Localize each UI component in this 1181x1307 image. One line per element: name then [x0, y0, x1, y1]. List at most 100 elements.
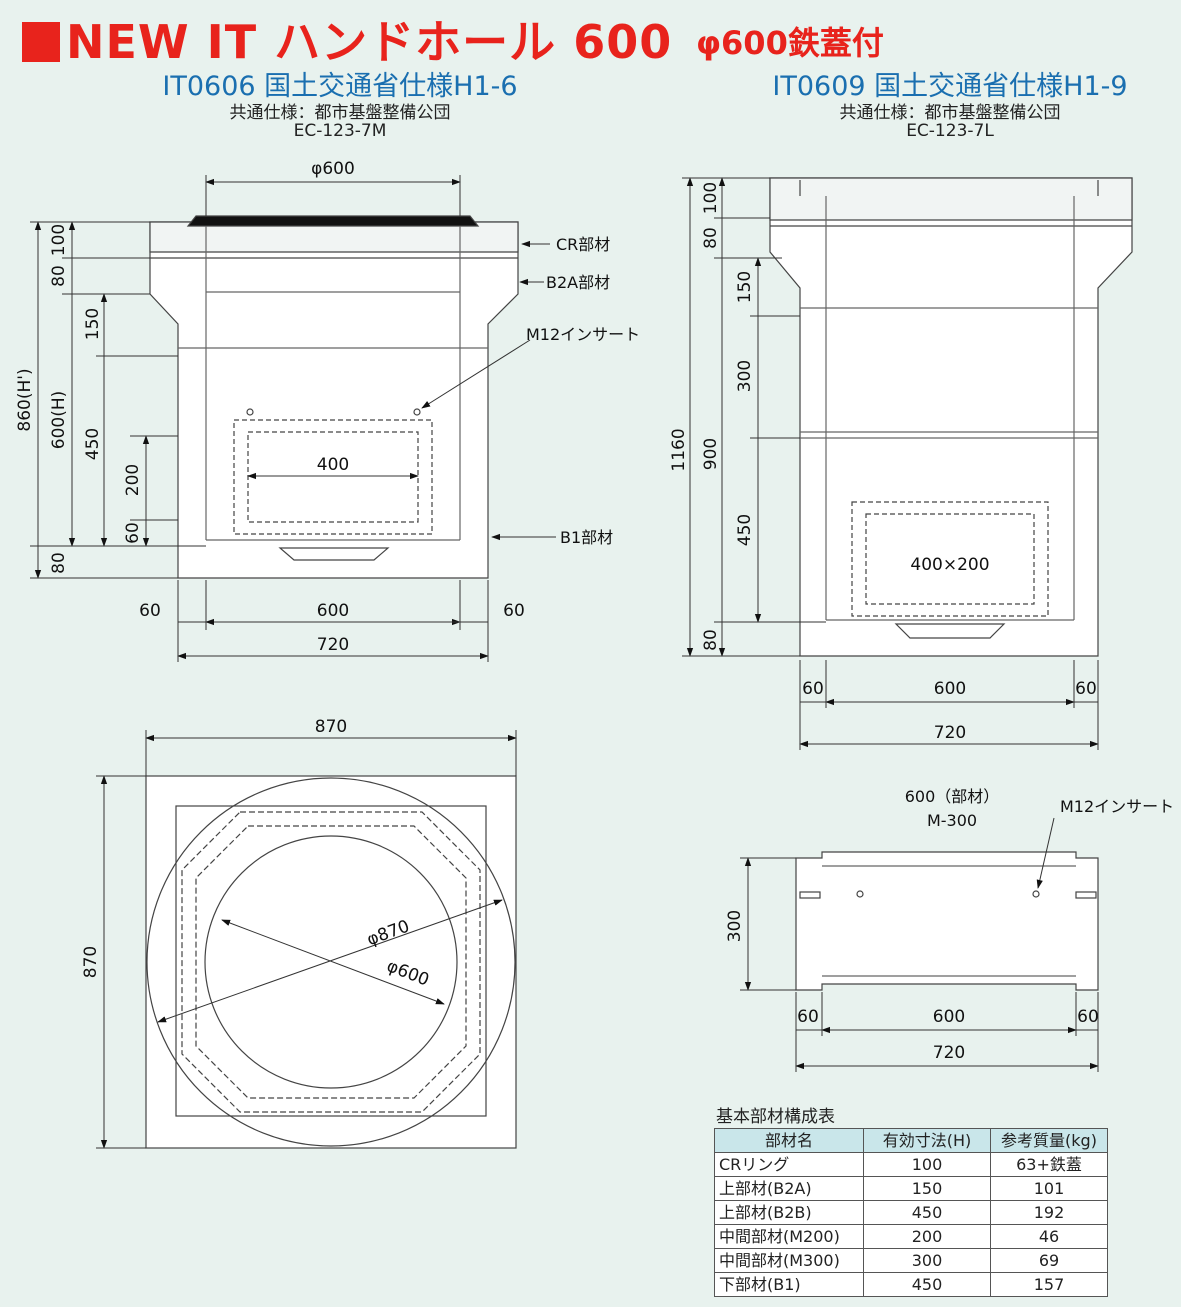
- right-dim-w60a: 60: [802, 679, 824, 699]
- right-dim-w60b: 60: [1075, 679, 1097, 699]
- left-lid: [186, 215, 480, 227]
- right-base-step: [894, 623, 1006, 639]
- right-spec-line-1: 共通仕様：都市基盤整備公団: [839, 103, 1061, 123]
- parts-table-caption: 基本部材構成表: [716, 1107, 835, 1127]
- right-dim-900: 900: [701, 438, 721, 470]
- m300-dim-w720: 720: [933, 1043, 965, 1063]
- plan-dim-w870: 870: [315, 717, 347, 737]
- cell-part-name: 上部材(B2A): [714, 1176, 864, 1201]
- cell-weight: 101: [990, 1176, 1108, 1201]
- cell-size: 200: [863, 1224, 991, 1249]
- right-dim-w720: 720: [934, 723, 966, 743]
- table-row: 下部材(B1) 450 157: [714, 1272, 1108, 1297]
- left-opening-outer: [233, 419, 433, 535]
- left-dim-200: 200: [123, 464, 143, 496]
- right-dimensions: [682, 177, 1099, 750]
- left-label-b2a: B2A部材: [546, 273, 610, 292]
- plan-circle-870: [146, 777, 516, 1147]
- cell-size: 450: [863, 1200, 991, 1225]
- right-elevation: [769, 177, 1133, 657]
- plan-dim-h870: 870: [81, 946, 101, 978]
- cell-size: 100: [863, 1152, 991, 1177]
- left-spec-line-1: 共通仕様：都市基盤整備公団: [229, 103, 451, 123]
- right-dim-80a: 80: [701, 227, 721, 249]
- m300-part: [795, 851, 1099, 991]
- cell-weight: 63+鉄蓋: [990, 1152, 1108, 1177]
- right-dim-w600: 600: [934, 679, 966, 699]
- left-dim-w600: 600: [317, 601, 349, 621]
- left-base-step: [278, 547, 390, 561]
- cell-part-name: 下部材(B1): [714, 1272, 864, 1297]
- cell-part-name: CRリング: [714, 1152, 864, 1177]
- left-dimensions: [30, 175, 556, 662]
- left-dim-60: 60: [123, 522, 143, 544]
- left-dim-w720: 720: [317, 635, 349, 655]
- parts-table-header: 部材名 有効寸法(H) 参考質量(kg): [714, 1128, 1108, 1153]
- cell-size: 300: [863, 1248, 991, 1273]
- m300-dim-w60b: 60: [1077, 1007, 1099, 1027]
- table-row: 中間部材(M200) 200 46: [714, 1224, 1108, 1249]
- left-dim-opening: 400: [317, 455, 349, 475]
- cell-weight: 69: [990, 1248, 1108, 1273]
- plan-view: [145, 775, 517, 1149]
- left-dim-top-phi: φ600: [311, 159, 355, 179]
- plan-dimensions: [96, 730, 517, 1149]
- right-dim-100: 100: [701, 182, 721, 214]
- right-dim-150: 150: [735, 271, 755, 303]
- right-dim-300: 300: [735, 360, 755, 392]
- right-dim-1160: 1160: [669, 428, 689, 471]
- cell-part-name: 中間部材(M200): [714, 1224, 864, 1249]
- plan-dashed-octagon-outer: [181, 811, 481, 1113]
- right-opening-inner: [865, 513, 1035, 605]
- left-opening-inner: [247, 431, 419, 523]
- m300-insert-mark-1: [856, 890, 864, 898]
- left-dim-w60b: 60: [503, 601, 525, 621]
- left-insert-mark-1: [246, 408, 254, 416]
- table-row: 上部材(B2A) 150 101: [714, 1176, 1108, 1201]
- m300-body: [795, 851, 1099, 991]
- left-model-title: IT0606 国土交通省仕様H1-6: [162, 71, 518, 102]
- m300-label-2: M-300: [927, 811, 977, 830]
- right-opening-size: 400×200: [910, 555, 989, 575]
- m300-label-1: 600（部材）: [905, 787, 1000, 806]
- page-title: NEW IT ハンドホール 600: [22, 6, 672, 72]
- right-cr-band: [769, 177, 1133, 221]
- left-insert-mark-2: [413, 408, 421, 416]
- right-dim-80b: 80: [701, 629, 721, 651]
- left-dim-h: 600(H): [49, 391, 69, 450]
- header-weight: 参考質量(kg): [990, 1128, 1108, 1153]
- right-model-title: IT0609 国土交通省仕様H1-9: [772, 71, 1128, 102]
- left-label-m12: M12インサート: [526, 325, 640, 344]
- left-dim-150: 150: [83, 308, 103, 340]
- m300-dim-w600: 600: [933, 1007, 965, 1027]
- table-row: CRリング 100 63+鉄蓋: [714, 1152, 1108, 1177]
- left-dim-total-height: 860(H'): [15, 368, 35, 431]
- header-effective-size: 有効寸法(H): [863, 1128, 991, 1153]
- cell-part-name: 上部材(B2B): [714, 1200, 864, 1225]
- cell-size: 450: [863, 1272, 991, 1297]
- cell-weight: 46: [990, 1224, 1108, 1249]
- page-subtitle: φ600鉄蓋付: [696, 24, 884, 62]
- right-spec-line-2: EC-123-7L: [906, 121, 994, 141]
- m300-insert-mark-2: [1032, 890, 1040, 898]
- header-part-name: 部材名: [714, 1128, 864, 1153]
- cell-part-name: 中間部材(M300): [714, 1248, 864, 1273]
- left-elevation: [149, 215, 519, 579]
- title-square-icon: [22, 22, 60, 62]
- left-body: [149, 221, 519, 579]
- left-spec-line-2: EC-123-7M: [293, 121, 387, 141]
- left-dim-80a: 80: [49, 265, 69, 287]
- left-label-b1: B1部材: [560, 528, 613, 547]
- right-dim-450: 450: [735, 514, 755, 546]
- m300-dim-w60a: 60: [797, 1007, 819, 1027]
- cell-weight: 192: [990, 1200, 1108, 1225]
- left-label-cr: CR部材: [556, 235, 610, 254]
- table-row: 上部材(B2B) 450 192: [714, 1200, 1108, 1225]
- left-dim-450: 450: [83, 428, 103, 460]
- right-opening-outer: [851, 501, 1049, 617]
- m300-dim-300: 300: [725, 910, 745, 942]
- parts-table: 部材名 有効寸法(H) 参考質量(kg) CRリング 100 63+鉄蓋 上部材…: [714, 1128, 1108, 1297]
- cell-size: 150: [863, 1176, 991, 1201]
- left-dim-100: 100: [49, 224, 69, 256]
